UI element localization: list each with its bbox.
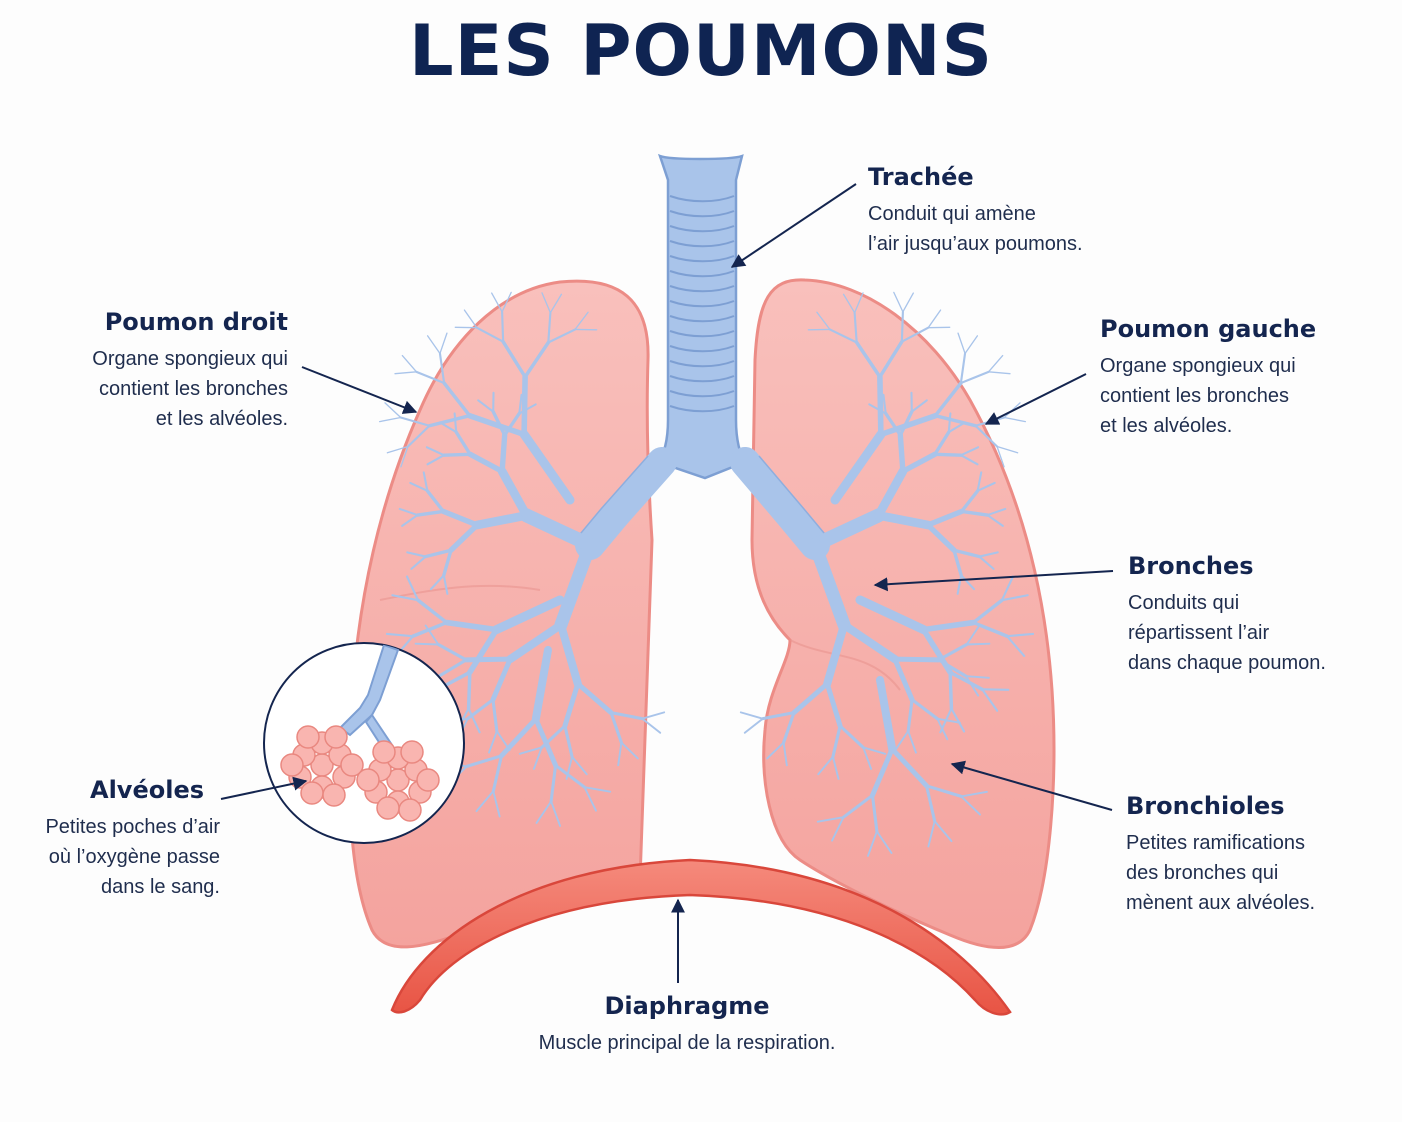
label-poumon-droit: Poumon droit Organe spongieux qui contie… xyxy=(40,308,288,434)
label-trachee: Trachée Conduit qui amène l’air jusqu’au… xyxy=(868,163,1168,259)
label-poumon-gauche: Poumon gauche Organe spongieux qui conti… xyxy=(1100,315,1380,441)
label-diaphragme: Diaphragme Muscle principal de la respir… xyxy=(487,992,887,1058)
trachee-desc: Conduit qui amène l’air jusqu’aux poumon… xyxy=(868,203,1083,255)
poumon-gauche-desc: Organe spongieux qui contient les bronch… xyxy=(1100,355,1296,437)
poumon-gauche-title: Poumon gauche xyxy=(1100,315,1317,343)
bronches-desc: Conduits qui répartissent l’air dans cha… xyxy=(1128,592,1326,674)
trachee-title: Trachée xyxy=(868,163,974,191)
page-title: LES POUMONS xyxy=(408,10,994,92)
right-lung xyxy=(348,279,654,949)
label-bronchioles: Bronchioles Petites ramifications des br… xyxy=(1126,792,1386,918)
label-alveoles: Alvéoles Petites poches d’air où l’oxygè… xyxy=(20,776,220,902)
bronchial-tree xyxy=(378,291,1035,857)
alveoles-desc: Petites poches d’air où l’oxygène passe … xyxy=(45,816,220,898)
leader-lines xyxy=(220,183,1114,983)
diaphragme-title: Diaphragme xyxy=(604,992,770,1020)
alveoles-title: Alvéoles xyxy=(90,776,204,804)
left-lung xyxy=(750,278,1056,949)
diaphragme-desc: Muscle principal de la respiration. xyxy=(538,1032,836,1054)
trachea xyxy=(655,153,747,480)
alveoli-magnifier-icon xyxy=(263,642,465,844)
bronchioles-desc: Petites ramifications des bronches qui m… xyxy=(1126,832,1316,914)
bronches-title: Bronches xyxy=(1128,552,1254,580)
poumon-droit-title: Poumon droit xyxy=(104,308,288,336)
diaphragm xyxy=(390,858,1012,1016)
label-bronches: Bronches Conduits qui répartissent l’air… xyxy=(1128,552,1388,678)
poumon-droit-desc: Organe spongieux qui contient les bronch… xyxy=(92,348,288,430)
bronchioles-title: Bronchioles xyxy=(1126,792,1285,820)
